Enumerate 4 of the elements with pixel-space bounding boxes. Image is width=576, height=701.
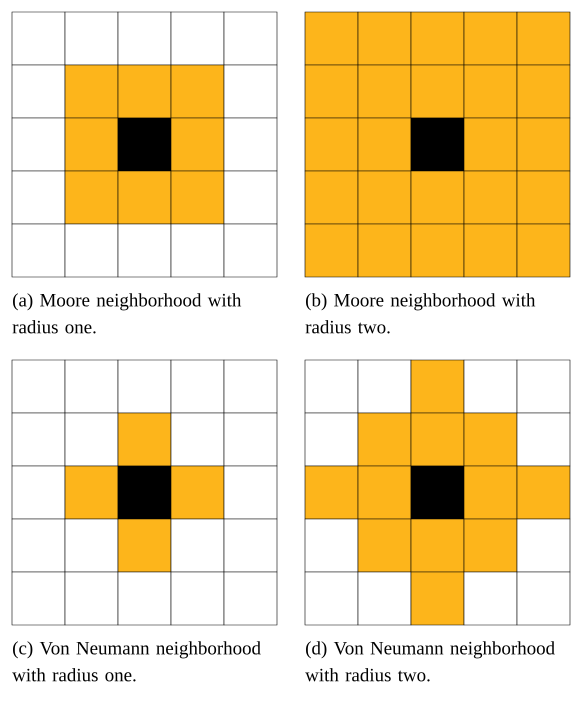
caption: (c) Von Neumann neighborhood with radius one. — [12, 641, 261, 682]
caption: (b) Moore neighborhood with radius two. — [306, 293, 536, 334]
caption: (a) Moore neighborhood with radius one. — [12, 293, 242, 334]
caption: (d) Von Neumann neighborhood with radius two. — [305, 641, 555, 682]
